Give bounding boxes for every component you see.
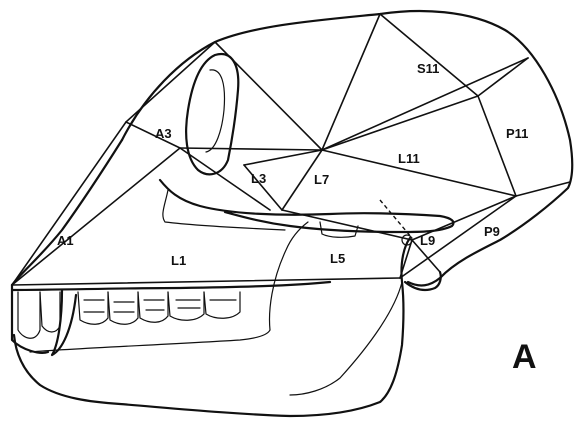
teeth (18, 290, 240, 355)
label-l9: L9 (420, 233, 435, 248)
panel-label: A (512, 338, 537, 376)
label-l5: L5 (330, 251, 345, 266)
label-l3: L3 (251, 171, 266, 186)
label-a3: A3 (155, 126, 172, 141)
label-l7: L7 (314, 172, 329, 187)
label-l11: L11 (398, 151, 420, 166)
orbit-outline (186, 54, 238, 174)
label-l1: L1 (171, 253, 186, 268)
zygomatic-arch (160, 180, 454, 232)
orbit-inner (206, 70, 224, 152)
ramus-line (290, 282, 402, 395)
face-outline (12, 140, 122, 285)
label-p11: P11 (506, 126, 528, 141)
triangulation-lines (12, 14, 570, 285)
gum-line (30, 330, 270, 352)
mandible-outline (14, 238, 410, 416)
label-a1: A1 (57, 233, 74, 248)
label-s11: S11 (417, 61, 439, 76)
mandible-root-line (270, 222, 308, 330)
label-p9: P9 (484, 224, 500, 239)
